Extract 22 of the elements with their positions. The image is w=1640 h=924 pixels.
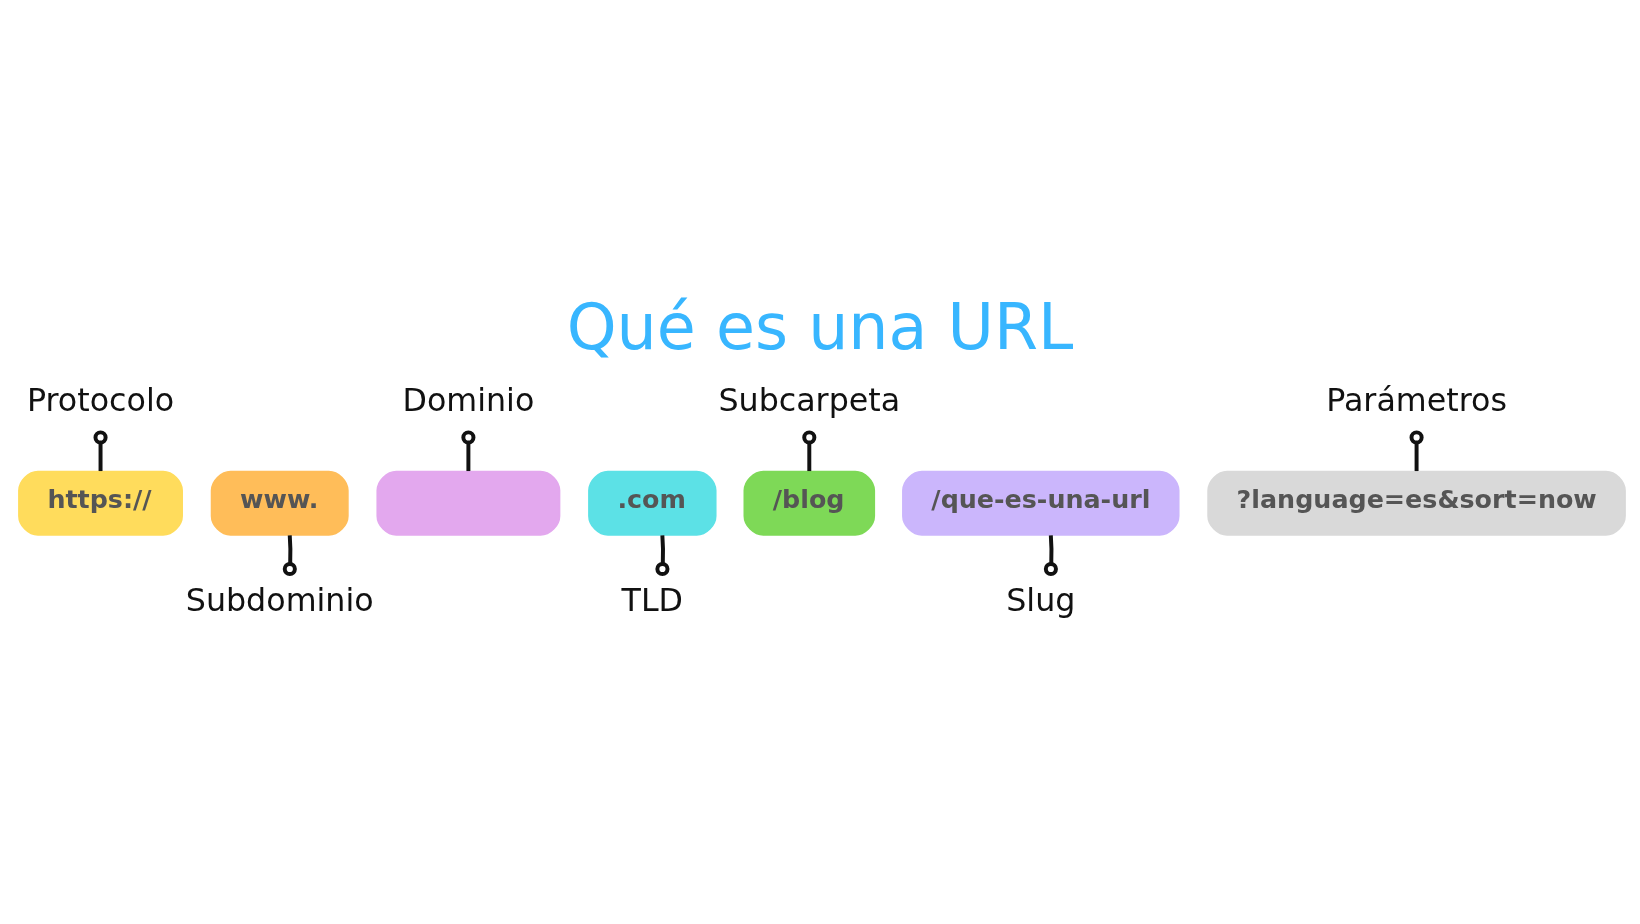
node-box: .com bbox=[588, 470, 717, 536]
node-text: Parámetros bbox=[1326, 382, 1507, 419]
node-box: /que-es-una-url bbox=[902, 470, 1180, 536]
node-box bbox=[376, 470, 561, 536]
connector bbox=[655, 535, 670, 577]
connector bbox=[1409, 430, 1424, 472]
node-text: Subcarpeta bbox=[718, 382, 901, 419]
connector bbox=[802, 430, 817, 472]
connector bbox=[1043, 535, 1058, 577]
node-box: ?language=es&sort=now bbox=[1207, 470, 1626, 536]
node-text: Dominio bbox=[402, 382, 535, 419]
connector bbox=[93, 430, 108, 472]
node-text: Protocolo bbox=[26, 382, 175, 419]
node-box: https:// bbox=[18, 470, 183, 536]
node-text: TLD bbox=[621, 582, 684, 619]
node-text: Slug bbox=[1006, 582, 1076, 619]
node-box: /blog bbox=[743, 470, 876, 536]
connector bbox=[461, 430, 476, 472]
node-text: Subdominio bbox=[185, 582, 374, 619]
diagram-title: Qué es una URL bbox=[566, 290, 1074, 365]
connector bbox=[282, 535, 297, 577]
node-box: www. bbox=[210, 470, 349, 536]
